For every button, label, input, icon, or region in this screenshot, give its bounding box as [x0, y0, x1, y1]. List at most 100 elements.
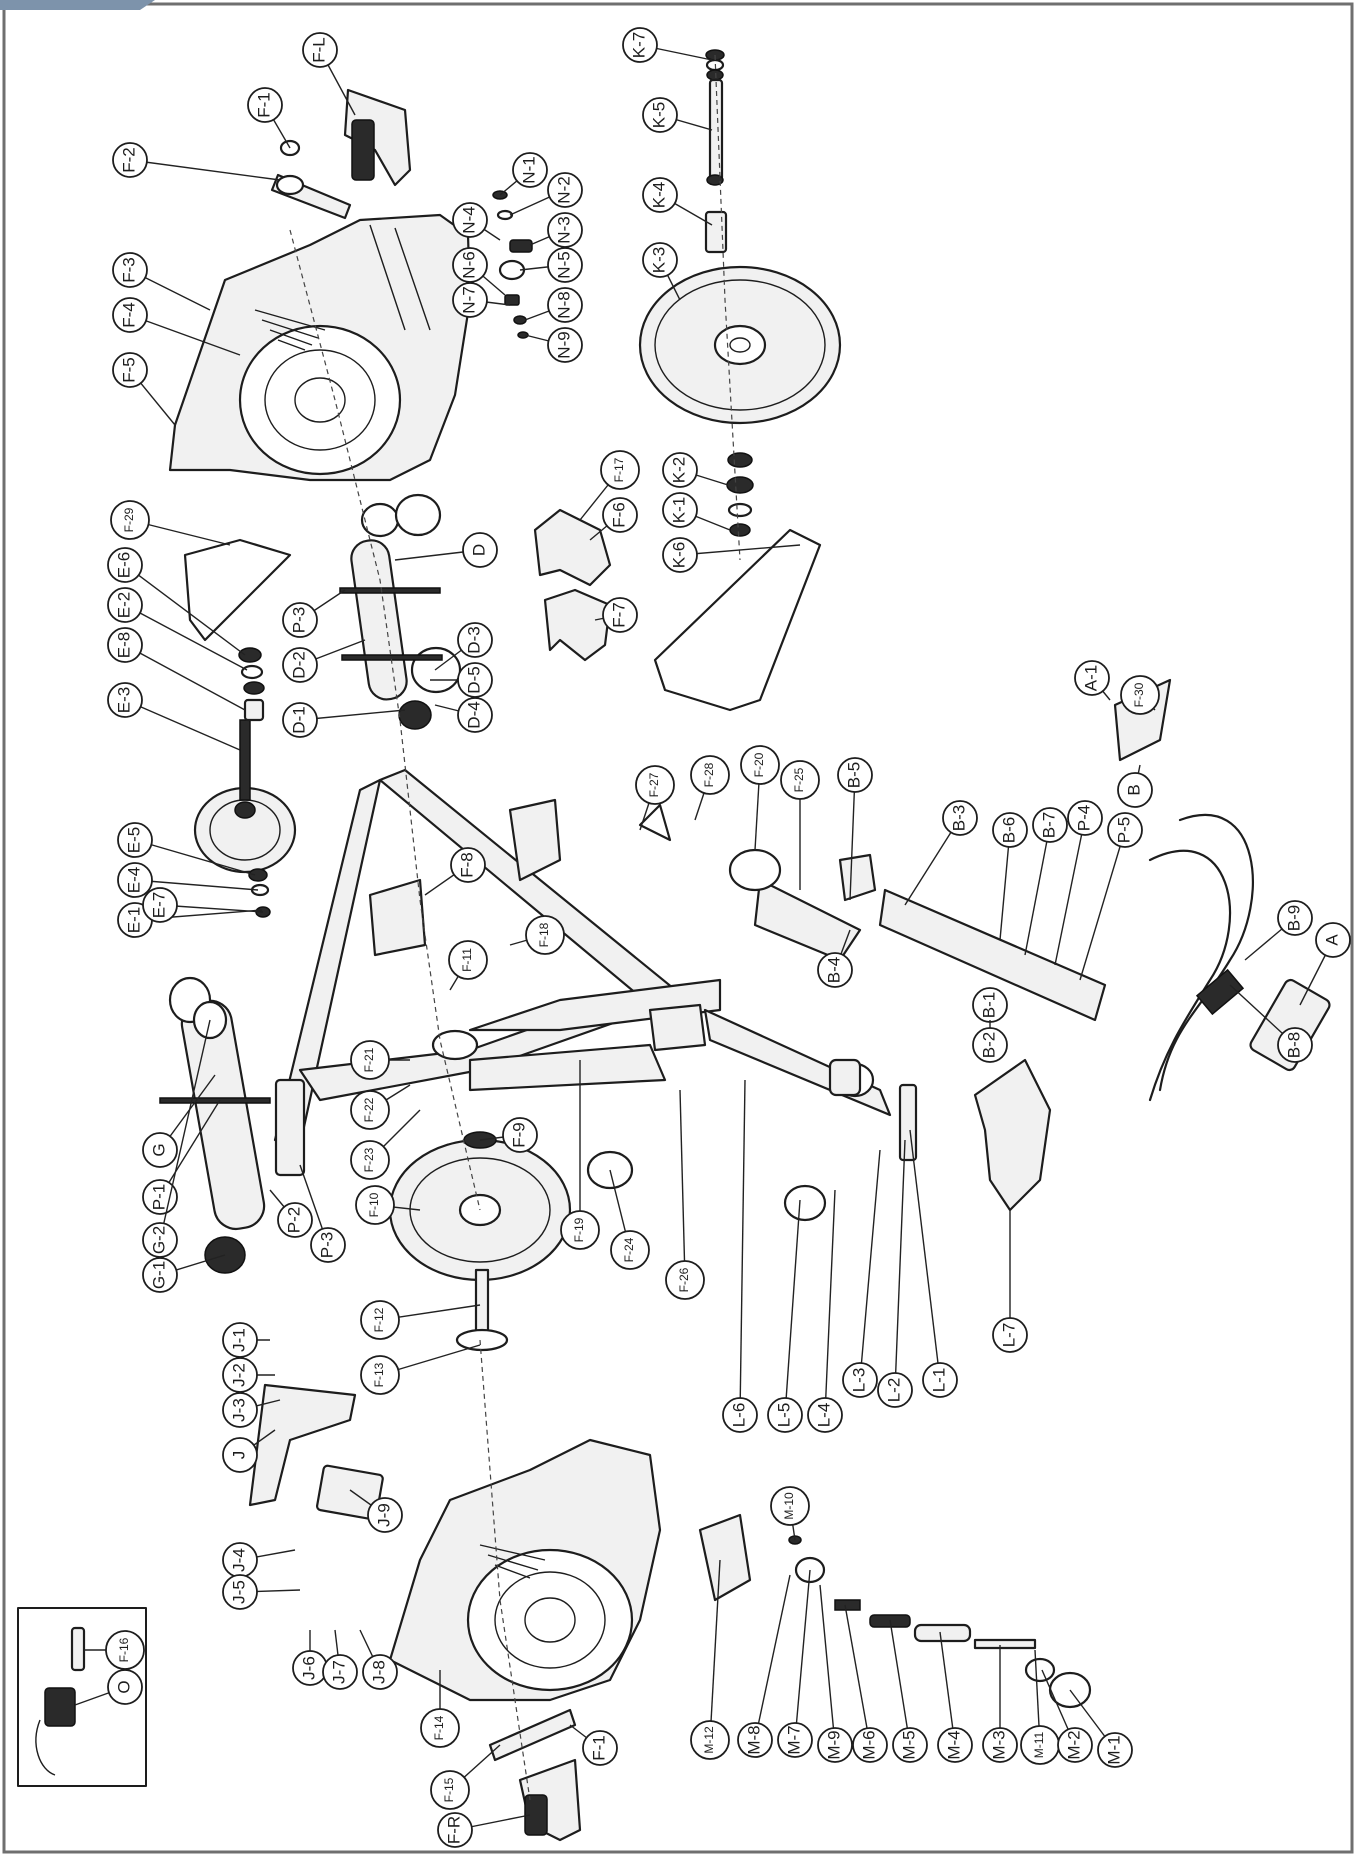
callout-n-7: N-7 [452, 282, 511, 318]
callout-label: F-23 [362, 1147, 376, 1172]
callout-label: B-7 [1039, 812, 1058, 838]
callout-f-14: F-14 [420, 1670, 460, 1748]
callout-circle [360, 1355, 400, 1395]
callout-circle [737, 1722, 773, 1758]
callout-label: M-10 [782, 1492, 796, 1520]
callout-b-5: B-5 [837, 757, 873, 901]
callout-m-9: M-9 [817, 1584, 853, 1763]
callout-label: F-30 [1132, 682, 1146, 707]
callout-k-5: K-5 [642, 97, 713, 133]
bracket-f7 [543, 588, 612, 662]
callout-circle [610, 1230, 650, 1270]
callout-l-4: L-4 [807, 1189, 843, 1433]
callout-label: M-2 [1064, 1730, 1083, 1759]
callout-f-6: F-6 [589, 497, 638, 541]
callout-e-6: E-6 [107, 547, 246, 656]
callout-m-10: M-10 [770, 1486, 810, 1541]
callout-label: G-2 [149, 1226, 168, 1254]
callout-circle [1097, 1732, 1133, 1768]
callout-circle [852, 1727, 888, 1763]
callout-label: P-3 [289, 607, 308, 633]
callout-label: B-9 [1284, 905, 1303, 931]
callout-label: J-4 [229, 1548, 248, 1572]
callout-label: F-27 [647, 772, 661, 797]
callout-p-3b: P-3 [299, 1164, 346, 1263]
callout-circle [430, 1770, 470, 1810]
callout-label: F-28 [702, 762, 716, 787]
callout-label: N-6 [459, 251, 478, 278]
callout-k-4: K-4 [642, 177, 713, 226]
callout-label: L-2 [884, 1378, 903, 1403]
callout-label: F-29 [122, 507, 136, 532]
callout-circle [117, 822, 153, 858]
callout-circle [360, 1300, 400, 1340]
callout-label: F-15 [442, 1777, 456, 1802]
callout-circle [770, 1486, 810, 1526]
callout-f-18: F-18 [509, 915, 565, 955]
callout-l-1: L-1 [909, 1129, 958, 1398]
callout-circle [842, 1362, 878, 1398]
leader-line [999, 829, 1011, 941]
callout-circle [437, 1812, 473, 1848]
callout-circle [420, 1708, 460, 1748]
callout-f-11: F-11 [448, 940, 488, 991]
callout-circle [107, 682, 143, 718]
callout-label: F-6 [609, 502, 628, 528]
callout-a-1: A-1 [1074, 660, 1111, 701]
callout-label: L-3 [849, 1368, 868, 1393]
callout-circle [942, 800, 978, 836]
callout-label: L-1 [929, 1368, 948, 1393]
callout-label: M-5 [899, 1730, 918, 1759]
callout-f-19: F-19 [560, 1060, 600, 1250]
callout-circle [525, 915, 565, 955]
callout-label: J-1 [229, 1328, 248, 1352]
callout-circle [767, 1397, 803, 1433]
callout-m-6: M-6 [844, 1604, 888, 1763]
callout-circle [247, 87, 283, 123]
callout-circle [635, 765, 675, 805]
callout-b-1: B-1 [972, 987, 1008, 1023]
callout-label: J-9 [374, 1503, 393, 1527]
callout-label: N-1 [519, 156, 538, 183]
leader-line [784, 1199, 801, 1416]
leader-line [129, 314, 241, 356]
handlebar-post [753, 853, 1107, 1022]
right-crank-arm [488, 1708, 577, 1762]
callout-circle [222, 1574, 258, 1610]
callout-label: F-1 [254, 92, 273, 118]
pulley-e [193, 647, 297, 918]
callout-circle [222, 1392, 258, 1428]
callout-circle [222, 1437, 258, 1473]
callout-circle [665, 1260, 705, 1300]
callout-label: L-6 [729, 1403, 748, 1428]
callout-label: K-2 [669, 457, 688, 483]
callout-label: F-14 [432, 1715, 446, 1740]
callout-f-r: F-R [437, 1812, 531, 1848]
callout-label: F-9 [509, 1122, 528, 1148]
callout-circle [817, 952, 853, 988]
callout-label: B-8 [1284, 1032, 1303, 1058]
callout-label: K-7 [629, 32, 648, 58]
seat-post-d [339, 493, 462, 730]
callout-label: N-4 [459, 206, 478, 233]
callout-label: N-9 [554, 331, 573, 358]
callout-circle [922, 1362, 958, 1398]
callout-b-7: B-7 [1024, 807, 1068, 956]
callout-f-7: F-7 [594, 597, 638, 633]
callout-circle [1074, 660, 1110, 696]
callout-label: J-7 [329, 1660, 348, 1684]
callout-f-25: F-25 [780, 760, 820, 890]
callout-f-3: F-3 [112, 252, 211, 311]
callout-circle [817, 1727, 853, 1763]
callout-label: F-26 [677, 1267, 691, 1292]
callout-d-1: D-1 [282, 702, 406, 738]
callout-circle [105, 1630, 145, 1670]
callout-label: F-4 [119, 302, 138, 328]
callout-f-15: F-15 [430, 1744, 501, 1810]
callout-circle [142, 1257, 178, 1293]
callout-k-6: K-6 [662, 537, 801, 573]
leader-line [134, 839, 256, 876]
callout-g-1: G-1 [142, 1254, 226, 1293]
callout-circle [602, 597, 638, 633]
crank-pulley [388, 1131, 572, 1352]
